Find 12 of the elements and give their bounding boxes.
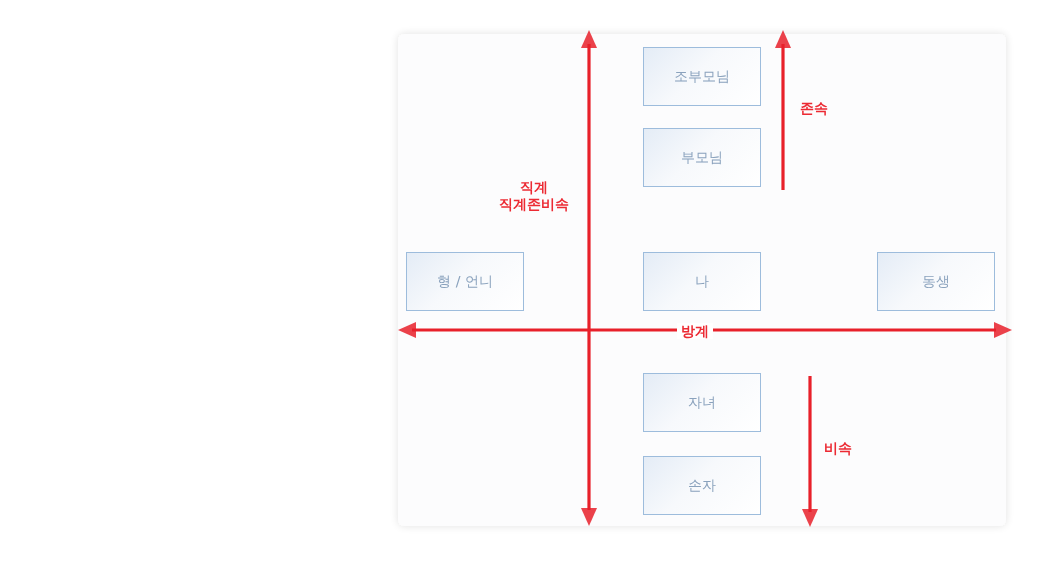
direction-label: 직계 [520,179,548,195]
family-member-box: 형 / 언니 [406,252,524,311]
direction-label: 비속 [824,440,852,456]
direction-label: 직계존비속 [499,196,569,212]
family-member-box: 손자 [643,456,761,515]
family-member-box: 나 [643,252,761,311]
family-member-box: 조부모님 [643,47,761,106]
direction-label: 방계 [677,323,713,339]
family-member-box: 자녀 [643,373,761,432]
family-member-box: 부모님 [643,128,761,187]
direction-label: 존속 [800,100,828,116]
family-member-box: 동생 [877,252,995,311]
